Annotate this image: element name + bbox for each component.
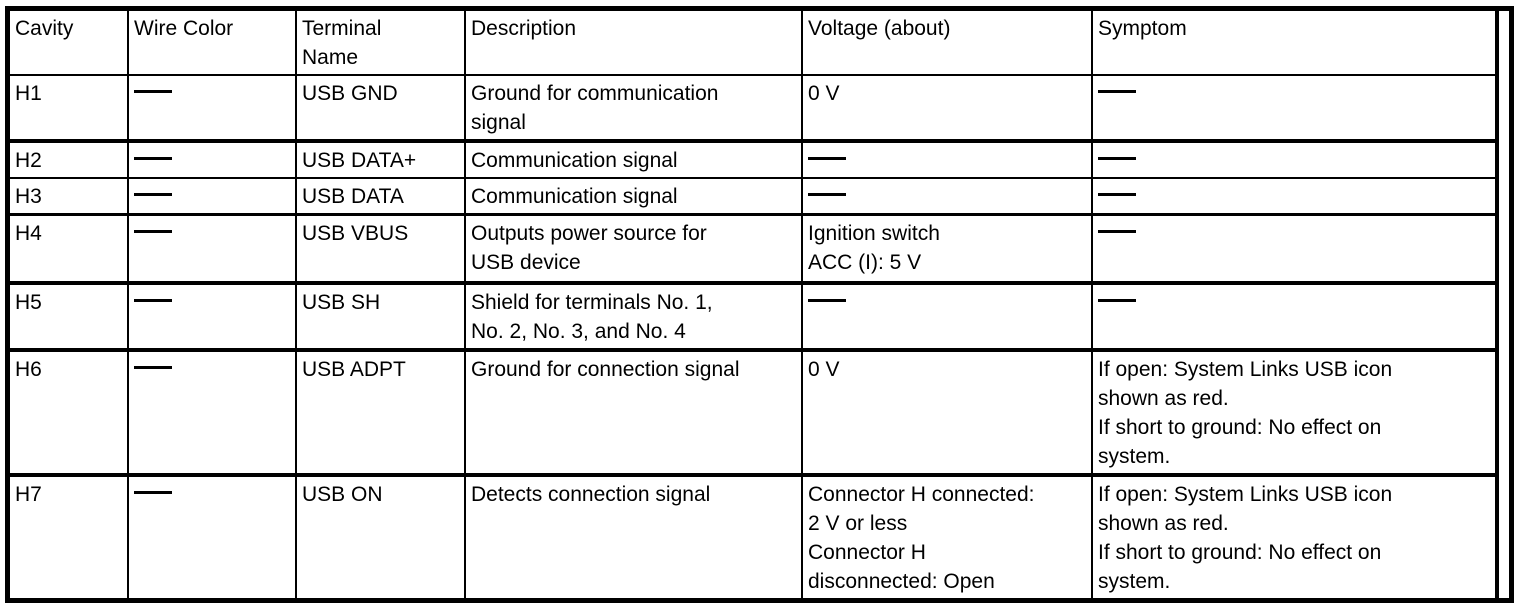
cell-description: Outputs power source for USB device <box>464 213 803 284</box>
cell-cavity: H1 <box>10 74 129 142</box>
cell-symptom: If open: System Links USB icon shown as … <box>1091 472 1499 598</box>
cell-cavity: H2 <box>10 139 129 179</box>
col-header-cavity: Cavity <box>10 11 129 76</box>
cell-terminal-name: USB DATA+ <box>295 139 466 179</box>
table-row: H2 — USB DATA+Communication signal — — <box>10 139 1499 179</box>
dash-mark: — <box>808 298 846 302</box>
cell-terminal-name: USB ON <box>295 472 466 598</box>
cell-terminal-name: USB GND <box>295 74 466 142</box>
cell-wire-color: — <box>127 347 297 476</box>
cell-description: Ground for connection signal <box>464 347 803 476</box>
cell-symptom: — <box>1091 280 1499 351</box>
col-header-wire-color: Wire Color <box>127 11 297 76</box>
cell-wire-color: — <box>127 213 297 284</box>
cell-voltage: — <box>801 139 1093 179</box>
cell-voltage: Connector H connected: 2 V or less Conne… <box>801 472 1093 598</box>
cell-wire-color: — <box>127 74 297 142</box>
cell-description: Shield for terminals No. 1, No. 2, No. 3… <box>464 280 803 351</box>
cell-terminal-name: USB SH <box>295 280 466 351</box>
dash-mark: — <box>1098 90 1136 93</box>
dash-mark: — <box>1098 193 1136 196</box>
cell-terminal-name: USB VBUS <box>295 213 466 284</box>
dash-mark: — <box>1098 157 1136 160</box>
dash-mark: — <box>134 298 172 302</box>
cell-symptom: If open: System Links USB icon shown as … <box>1091 347 1499 476</box>
cell-cavity: H6 <box>10 347 129 476</box>
cell-description: Detects connection signal <box>464 472 803 598</box>
cell-voltage: 0 V <box>801 74 1093 142</box>
cell-cavity: H3 <box>10 177 129 216</box>
dash-mark: — <box>134 230 172 233</box>
col-header-description: Description <box>464 11 803 76</box>
cell-wire-color: — <box>127 472 297 598</box>
connector-pinout-table: Cavity Wire Color Terminal Name Descript… <box>10 11 1499 598</box>
cell-wire-color: — <box>127 177 297 216</box>
cell-cavity: H4 <box>10 213 129 284</box>
dash-mark: — <box>808 157 846 160</box>
dash-mark: — <box>134 490 172 494</box>
cell-voltage: — <box>801 177 1093 216</box>
col-header-voltage: Voltage (about) <box>801 11 1093 76</box>
cell-symptom: — <box>1091 213 1499 284</box>
cell-terminal-name: USB DATA <box>295 177 466 216</box>
cell-voltage: Ignition switch ACC (I): 5 V <box>801 213 1093 284</box>
col-header-terminal-name: Terminal Name <box>295 11 466 76</box>
dash-mark: — <box>1098 230 1136 233</box>
cell-symptom: — <box>1091 74 1499 142</box>
dash-mark: — <box>134 193 172 196</box>
cell-terminal-name: USB ADPT <box>295 347 466 476</box>
cell-voltage: 0 V <box>801 347 1093 476</box>
dash-mark: — <box>134 157 172 160</box>
cell-cavity: H7 <box>10 472 129 598</box>
dash-mark: — <box>134 365 172 369</box>
cell-cavity: H5 <box>10 280 129 351</box>
cell-symptom: — <box>1091 177 1499 216</box>
dash-mark: — <box>808 193 846 196</box>
cell-description: Communication signal <box>464 139 803 179</box>
header-row: Cavity Wire Color Terminal Name Descript… <box>10 11 1499 76</box>
cell-wire-color: — <box>127 280 297 351</box>
cell-symptom: — <box>1091 139 1499 179</box>
cell-description: Ground for communication signal <box>464 74 803 142</box>
table-outer-frame: Cavity Wire Color Terminal Name Descript… <box>5 6 1514 603</box>
col-header-symptom: Symptom <box>1091 11 1499 76</box>
cell-wire-color: — <box>127 139 297 179</box>
cell-description: Communication signal <box>464 177 803 216</box>
dash-mark: — <box>1098 298 1136 302</box>
dash-mark: — <box>134 90 172 93</box>
cell-voltage: — <box>801 280 1093 351</box>
